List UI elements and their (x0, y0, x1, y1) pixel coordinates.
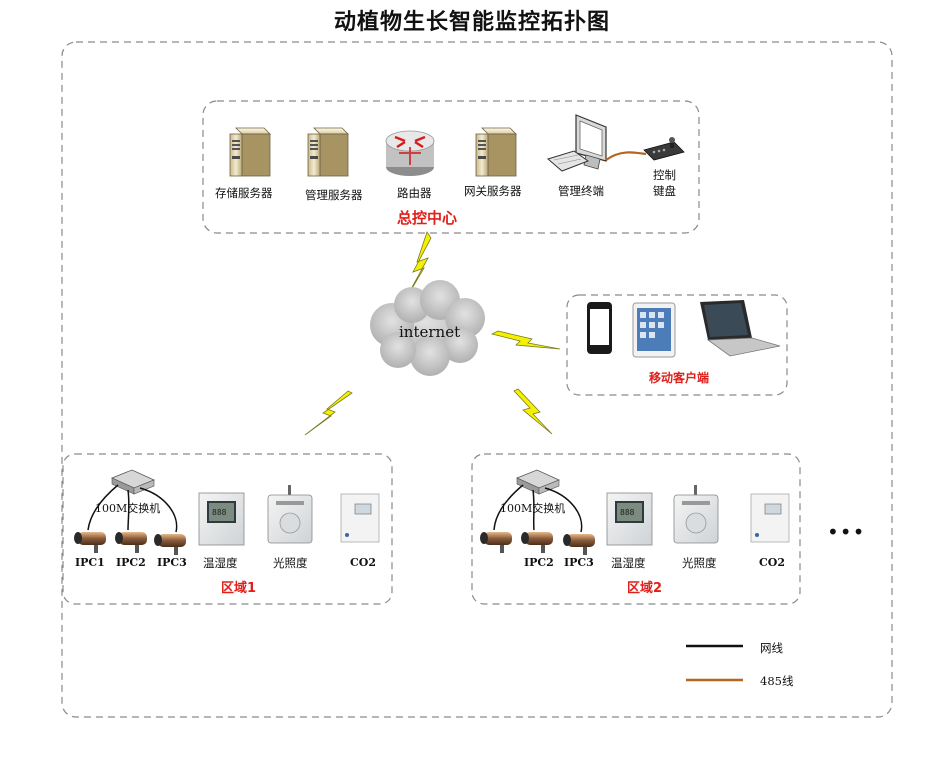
ip-camera-icon (115, 532, 147, 553)
co2-sensor-icon (340, 493, 380, 543)
light-sensor-icon (267, 485, 313, 544)
zone1-sensor-label: 温湿度 (203, 556, 238, 570)
laptop-icon (700, 300, 781, 357)
management-terminal-label: 管理终端 (558, 184, 604, 198)
more-zones-indicator: ••• (827, 520, 866, 544)
legend-485-label: 485线 (760, 674, 794, 688)
lightning-bolt-icon (403, 231, 432, 303)
legend-network-label: 网线 (760, 641, 783, 655)
zone2-sensor-label: 光照度 (682, 556, 717, 570)
ip-camera-icon (154, 534, 186, 555)
zone2-frame (471, 453, 801, 605)
zone1-sensor-label: 光照度 (273, 556, 308, 570)
light-sensor-icon (673, 485, 719, 544)
zone1-camera-label: IPC3 (157, 556, 187, 569)
cable-485 (605, 151, 647, 161)
zone1-switch-label: 100M交换机 (95, 502, 161, 515)
zone2-sensor-label: 温湿度 (611, 556, 646, 570)
lightning-bolt-icon (513, 388, 553, 435)
diagram-title: 动植物生长智能监控拓扑图 (333, 10, 610, 35)
router-icon (385, 130, 435, 176)
ip-camera-icon (521, 532, 553, 553)
ip-camera-icon (563, 534, 595, 555)
zone1-frame (62, 453, 393, 605)
zone2-camera-label: IPC2 (524, 556, 554, 569)
zone1-title: 区域1 (221, 581, 257, 596)
zone2-switch-label: 100M交换机 (500, 502, 566, 515)
ip-camera-icon (74, 532, 106, 553)
network-cable (493, 484, 583, 533)
svg-text:888: 888 (212, 508, 227, 517)
zone1-camera-label: IPC2 (116, 556, 146, 569)
gateway-server-label: 网关服务器 (464, 184, 522, 198)
internet-cloud-icon (370, 280, 485, 376)
control-keyboard-label-line2: 键盘 (653, 184, 676, 198)
control-center-title: 总控中心 (397, 209, 458, 227)
zone2-title: 区域2 (627, 581, 663, 596)
outer-frame (61, 41, 893, 718)
management-server-label: 管理服务器 (305, 188, 363, 202)
temp-humidity-sensor-icon: 888 (606, 492, 653, 546)
control-center-frame (202, 100, 700, 234)
mobile-client-title: 移动客户端 (649, 371, 710, 385)
zone2-sensor-label: CO2 (759, 556, 785, 569)
svg-text:888: 888 (620, 508, 635, 517)
control-keyboard-icon (643, 137, 685, 161)
tablet-icon (632, 302, 676, 358)
gateway-server-icon (475, 127, 517, 177)
zone1-sensor-label: CO2 (350, 556, 376, 569)
ip-camera-icon (480, 532, 512, 553)
mobile-frame (566, 294, 788, 396)
router-label: 路由器 (397, 186, 432, 200)
zone1-camera-label: IPC1 (75, 556, 105, 569)
management-terminal-icon (546, 114, 607, 172)
internet-label: internet (399, 323, 461, 341)
lightning-bolt-icon (304, 390, 353, 436)
lightning-bolt-icon (490, 330, 561, 350)
zone2-camera-label: IPC3 (564, 556, 594, 569)
control-keyboard-label-line1: 控制 (653, 168, 676, 182)
storage-server-icon (229, 127, 271, 177)
network-cable (87, 484, 178, 533)
temp-humidity-sensor-icon: 888 (198, 492, 245, 546)
management-server-icon (307, 127, 349, 177)
storage-server-label: 存储服务器 (215, 186, 273, 200)
co2-sensor-icon (750, 493, 790, 543)
smartphone-icon (587, 302, 612, 354)
